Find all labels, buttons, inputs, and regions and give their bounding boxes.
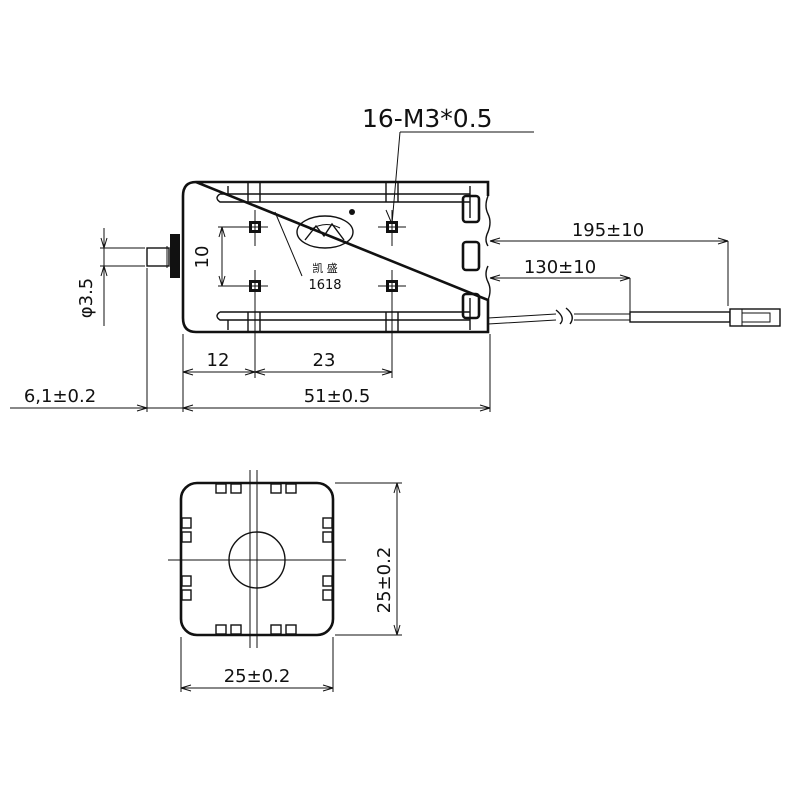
end-view-notches xyxy=(181,483,333,635)
end-slot-top xyxy=(461,194,481,224)
hole-spacing-horizontal-label: 23 xyxy=(313,350,336,371)
mounting-hole xyxy=(378,270,406,304)
terminal-connector xyxy=(729,308,781,327)
lead-wire xyxy=(487,307,781,327)
frame-rail-top xyxy=(216,186,471,218)
brand-characters: 凯 盛 xyxy=(312,261,338,275)
registered-mark-icon xyxy=(349,209,355,215)
mounting-hole xyxy=(242,210,268,246)
wire-length-total-label: 195±10 xyxy=(572,220,644,241)
mounting-hole xyxy=(242,270,268,304)
body-length-label: 51±0.5 xyxy=(304,386,371,407)
end-slot-middle xyxy=(461,240,481,272)
mounting-hole xyxy=(378,210,406,246)
hole-offset-label: 12 xyxy=(207,350,230,371)
thread-callout: 16-M3*0.5 xyxy=(362,104,493,133)
end-height-label: 25±0.2 xyxy=(374,547,395,614)
end-width-label: 25±0.2 xyxy=(224,666,291,687)
frame-tabs xyxy=(247,182,399,332)
shaft-length-label: 6,1±0.2 xyxy=(24,386,96,407)
hole-spacing-vertical-label: 10 xyxy=(192,246,213,269)
wire-insulation xyxy=(629,311,731,323)
break-edge xyxy=(485,195,491,301)
wire-break-symbol xyxy=(555,307,573,325)
frame-rail-bottom xyxy=(216,298,471,330)
plunger-shaft xyxy=(146,247,170,267)
side-view: 凯 盛 1618 xyxy=(146,180,781,334)
center-lines xyxy=(168,470,346,648)
end-view xyxy=(168,470,346,648)
wire-length-strip-label: 130±10 xyxy=(524,257,596,278)
plunger-collar xyxy=(170,234,180,278)
brand-logo: 凯 盛 1618 xyxy=(296,209,355,293)
product-code: 1618 xyxy=(308,278,341,293)
side-view-dimensions: 16-M3*0.5 195±10 130±10 10 φ3.5 12 23 6,… xyxy=(10,104,729,412)
frame-outline xyxy=(181,180,490,334)
thread-leader xyxy=(385,131,534,225)
end-slot-bottom xyxy=(461,292,481,320)
end-view-dimensions: 25±0.2 25±0.2 xyxy=(180,482,402,692)
shaft-diameter-label: φ3.5 xyxy=(76,278,97,319)
mounting-holes xyxy=(242,210,406,304)
